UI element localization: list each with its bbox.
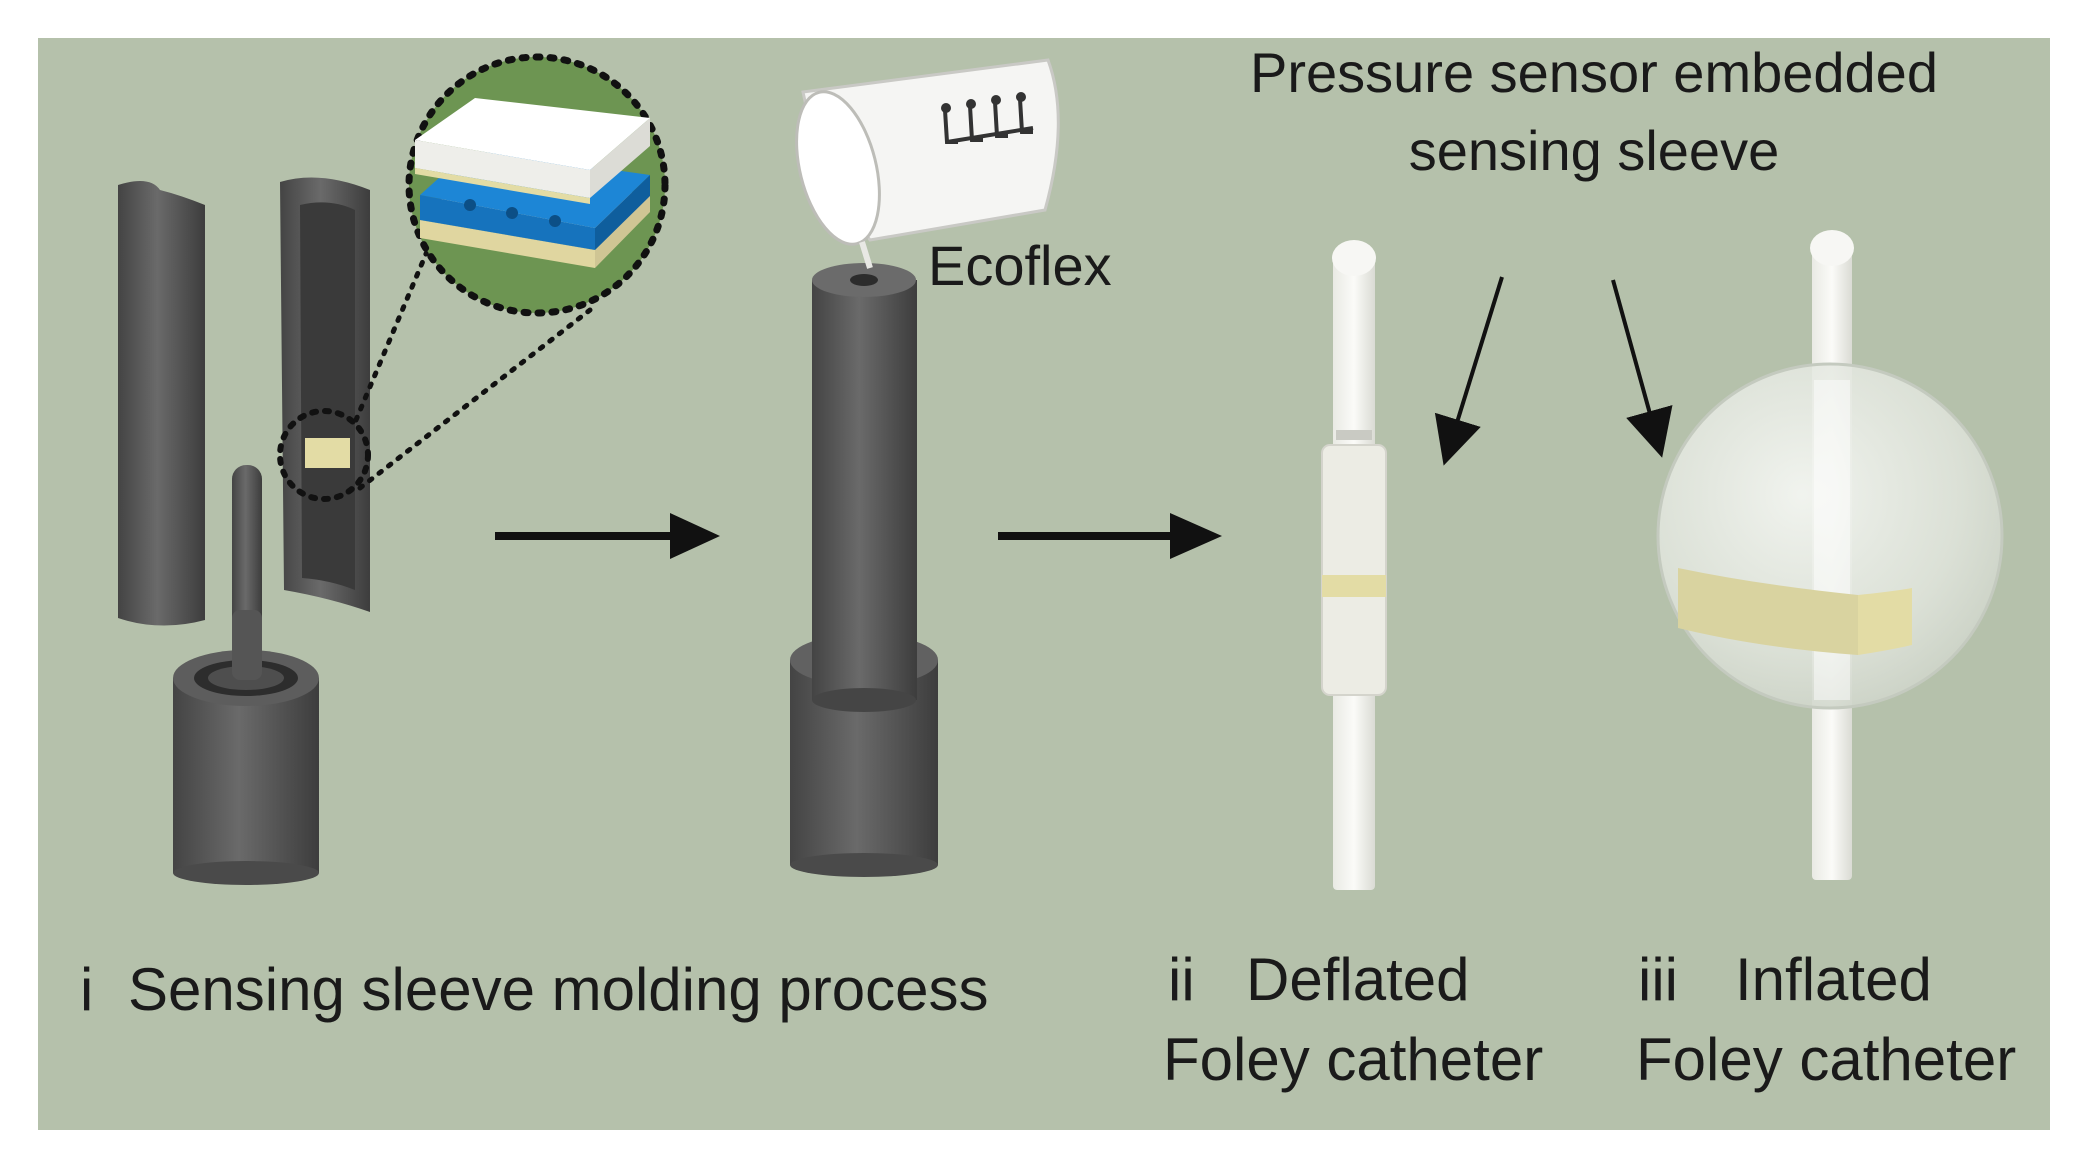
sensing-sleeve-deflated [1321,444,1387,696]
step-i-caption: Sensing sleeve molding process [128,956,988,1023]
pointer-arrow-deflated [1434,276,1504,466]
step-iii-caption-line2: Foley catheter [1636,1026,2016,1093]
sensor-zoom-inset [353,53,669,491]
sensor-band-inflated [1678,568,1858,655]
sensor-zoom-marker [277,408,371,502]
inflated-catheter [1656,230,2004,880]
mold-base-cylinder [173,678,319,873]
step-ii-numeral: ii [1168,946,1195,1013]
step-iii-numeral: iii [1638,946,1678,1013]
process-arrow-2 [998,513,1222,559]
sensor-label-line1: Pressure sensor embedded [1250,41,1938,104]
sensor-label-line2: sensing sleeve [1409,119,1779,182]
deflated-catheter [1321,240,1387,890]
mold-parts-exploded [118,177,371,885]
ecoflex-cup [795,58,1060,269]
step-i-numeral: i [80,956,93,1023]
sensor-pointer-arrows [1434,276,1673,466]
process-arrow-1 [495,513,720,559]
ecoflex-label: Ecoflex [928,234,1112,297]
pointer-arrow-inflated [1611,279,1673,458]
step-iii-caption-line1: Inflated [1735,946,1932,1013]
mold-half-shell-left [118,181,205,626]
assembled-mold [790,263,938,877]
sensor-patch-small [305,438,350,468]
sensor-band-deflated [1322,575,1386,597]
step-ii-caption-line2: Foley catheter [1163,1026,1543,1093]
step-ii-caption-line1: Deflated [1246,946,1469,1013]
